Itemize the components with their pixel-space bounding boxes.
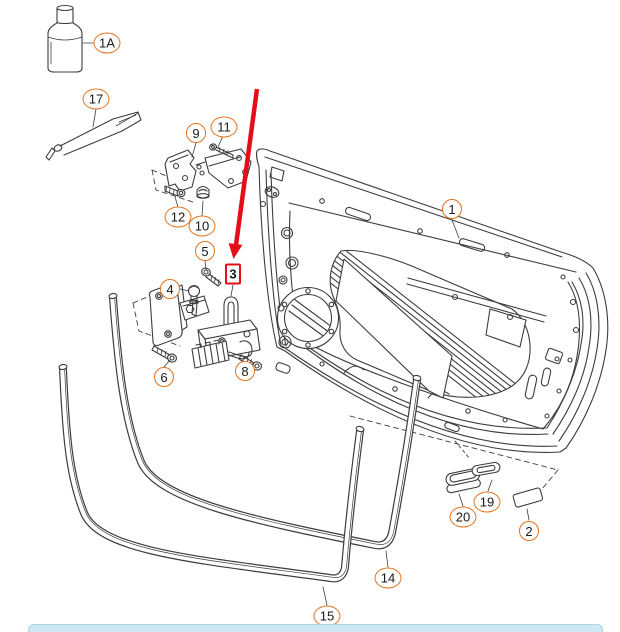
upper-hinge-drawing [151, 143, 252, 204]
door-check-strap-drawing [223, 296, 239, 327]
callout-14: 14 [374, 567, 402, 589]
callout-17: 17 [82, 88, 110, 110]
grommet-19-drawing [471, 461, 501, 477]
callout-6: 6 [154, 367, 174, 387]
callout-19: 19 [473, 491, 501, 513]
door-seal-14-drawing [108, 292, 422, 550]
sealant-tube-drawing [45, 111, 142, 161]
footer-bar [28, 624, 603, 632]
callout-3: 3 [225, 263, 241, 285]
callout-5: 5 [195, 241, 215, 261]
callout-11: 11 [210, 116, 238, 138]
leader-lines [82, 42, 530, 606]
plug-20-drawing [445, 468, 481, 494]
callout-1: 1 [442, 199, 462, 219]
callout-4: 4 [160, 279, 180, 299]
callout-9: 9 [186, 123, 206, 143]
callout-8: 8 [235, 361, 255, 381]
callout-1A: 1A [93, 32, 121, 54]
callout-2: 2 [519, 521, 539, 541]
door-seal-15-drawing [58, 363, 365, 583]
highlight-arrow [228, 88, 260, 259]
callout-20: 20 [449, 506, 477, 528]
door-panel-drawing [255, 148, 609, 453]
callout-12: 12 [164, 206, 192, 228]
adhesive-bottle-drawing [47, 4, 83, 73]
callout-10: 10 [188, 215, 216, 237]
pad-2-drawing [512, 487, 544, 508]
lower-hinge-drawing [132, 267, 262, 371]
construction-lines [349, 415, 559, 490]
